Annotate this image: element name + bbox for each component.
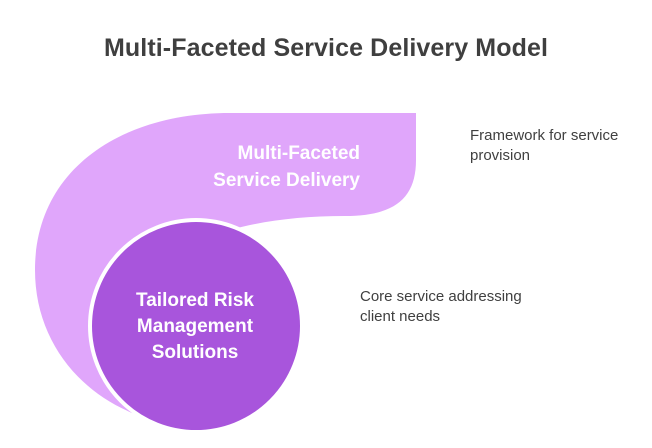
inner-layer-label-line: Solutions (151, 342, 239, 363)
inner-layer-description: Core service addressing client needs (360, 287, 560, 327)
inner-description-line: Core service addressing (360, 288, 522, 305)
inner-layer-circle (88, 218, 304, 434)
outer-description-line: provision (470, 147, 531, 164)
inner-layer-label-line: Management (136, 316, 254, 337)
outer-layer-label: Multi-Faceted Service Delivery (150, 140, 360, 194)
inner-layer-label-line: Tailored Risk (136, 290, 254, 311)
inner-layer-label: Tailored Risk Management Solutions (95, 288, 295, 366)
outer-layer-label-line: Multi-Faceted (237, 143, 360, 164)
outer-layer-description: Framework for service provision (470, 126, 650, 166)
page-title: Multi-Faceted Service Delivery Model (103, 34, 549, 62)
inner-description-line: client needs (360, 308, 441, 325)
outer-layer-label-line: Service Delivery (213, 170, 360, 191)
outer-description-line: Framework for service (470, 127, 619, 144)
